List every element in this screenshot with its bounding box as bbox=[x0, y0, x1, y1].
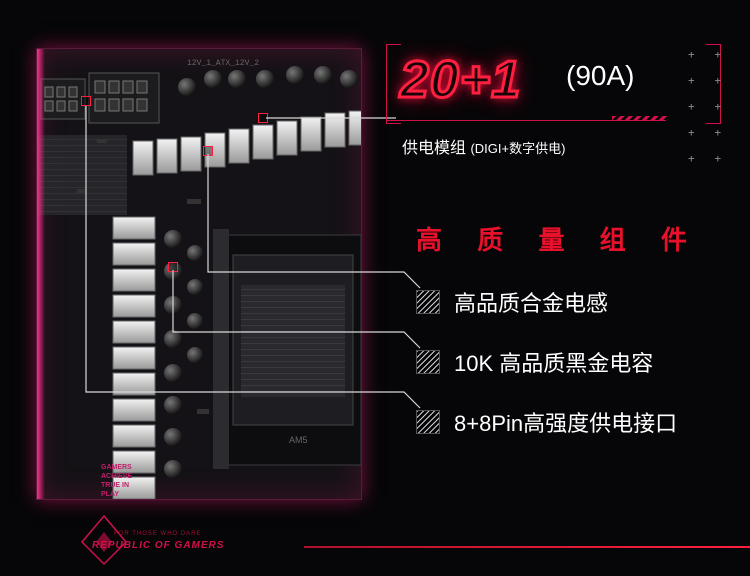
rog-logo-text: REPUBLIC OF GAMERS bbox=[92, 540, 225, 551]
rog-tagline: FOR THOSE WHO DARE bbox=[114, 531, 202, 537]
amperage: (90A) bbox=[566, 60, 635, 91]
feature-label: 10K 高品质黑金电容 bbox=[454, 351, 654, 376]
headline-slash-decor bbox=[612, 116, 668, 120]
rog-logo-icon bbox=[80, 514, 128, 566]
hatch-square-icon bbox=[416, 290, 440, 314]
feature-item-capacitor: 10K 高品质黑金电容 bbox=[416, 349, 654, 376]
motherboard-photo: AM5 12V_1_ATX_12V_2 GAMERS ACHIEVE TRUE … bbox=[36, 48, 362, 500]
right-bracket bbox=[706, 44, 721, 124]
section-title: 高 质 量 组 件 bbox=[416, 225, 701, 255]
headline-subtitle: 供电模组 (DIGI+数字供电) bbox=[402, 134, 565, 158]
motherboard-illustration: AM5 bbox=[37, 66, 361, 499]
feature-item-inductor: 高品质合金电感 bbox=[416, 289, 609, 316]
silkscreen-atx-label: 12V_1_ATX_12V_2 bbox=[187, 59, 260, 68]
board-slogan: GAMERS ACHIEVE TRUE IN PLAY bbox=[101, 464, 133, 498]
phase-count: 20+1 bbox=[398, 50, 522, 111]
bottom-accent-line bbox=[304, 546, 750, 548]
headline-block: 20+1 (90A) 供电模组 (DIGI+数字供电) bbox=[386, 44, 721, 162]
socket-label: AM5 bbox=[289, 435, 308, 445]
pink-glow-edge bbox=[37, 49, 45, 499]
connector-marker bbox=[81, 96, 91, 106]
hatch-square-icon bbox=[416, 410, 440, 434]
headline-rule bbox=[386, 120, 666, 121]
feature-label: 8+8Pin高强度供电接口 bbox=[454, 411, 678, 436]
feature-item-connector: 8+8Pin高强度供电接口 bbox=[416, 409, 678, 436]
feature-label: 高品质合金电感 bbox=[454, 291, 609, 316]
subtitle-detail: (DIGI+数字供电) bbox=[470, 141, 566, 156]
left-bracket bbox=[386, 44, 401, 124]
hatch-square-icon bbox=[416, 350, 440, 374]
subtitle-main: 供电模组 bbox=[402, 140, 467, 157]
plus-grid-decor: + ++ ++ ++ ++ + bbox=[688, 48, 722, 165]
